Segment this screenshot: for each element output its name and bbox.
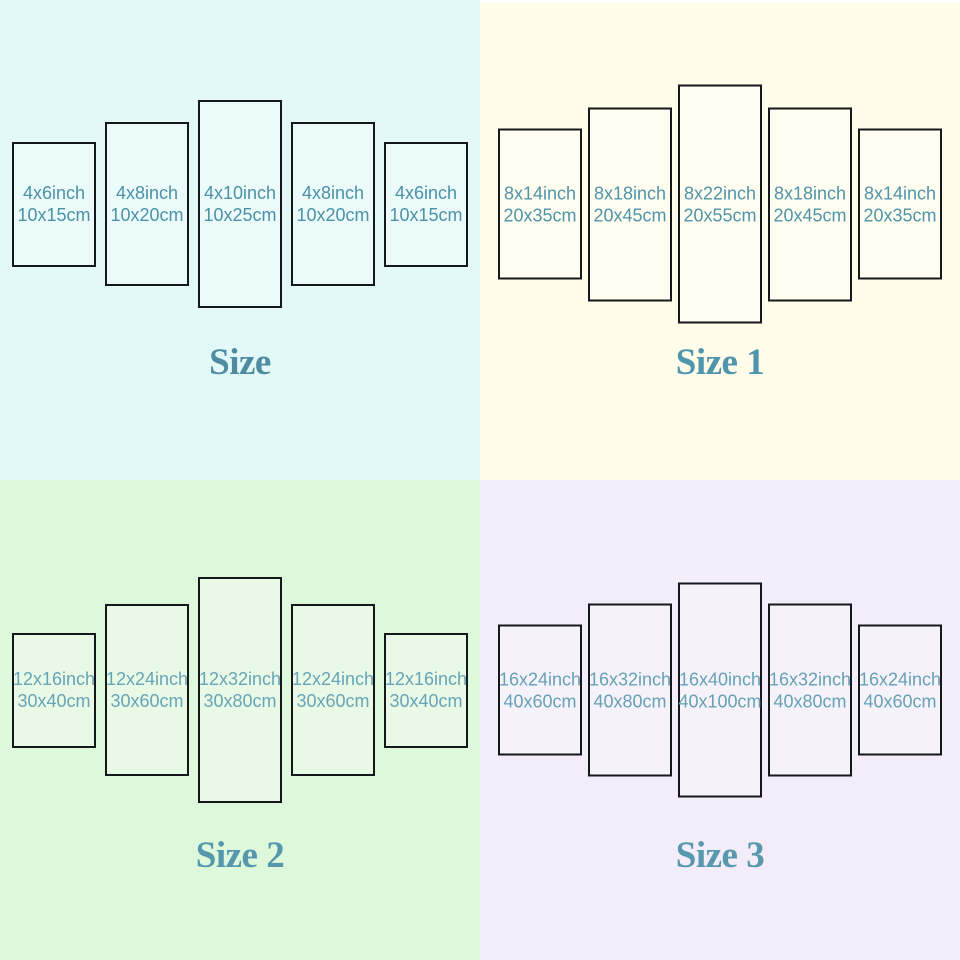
panel-size-cm: 40x80cm bbox=[773, 691, 847, 711]
panel-size-cm: 10x20cm bbox=[110, 205, 184, 225]
canvas-panel: 12x16inch 30x40cm bbox=[12, 632, 96, 748]
size-group-title: Size 1 bbox=[675, 342, 765, 383]
panel-label: 12x16inch 30x40cm bbox=[385, 668, 467, 712]
panel-row: 12x16inch 30x40cm 12x24inch 30x60cm 12x3… bbox=[0, 577, 480, 803]
canvas-panel: 4x10inch 10x25cm bbox=[198, 100, 282, 308]
canvas-panel: 12x32inch 30x80cm bbox=[198, 577, 282, 803]
panel-row: 4x6inch 10x15cm 4x8inch 10x20cm 4x10inch… bbox=[0, 100, 480, 308]
panel-size-cm: 10x15cm bbox=[17, 205, 91, 225]
panel-size-inch: 4x8inch bbox=[301, 183, 365, 203]
panel-size-inch: 4x10inch bbox=[203, 183, 277, 203]
panel-size-inch: 8x14inch bbox=[503, 183, 577, 203]
size-group-title: Size 3 bbox=[675, 835, 765, 876]
size-group-title: Size 2 bbox=[195, 835, 285, 876]
panel-size-cm: 30x80cm bbox=[203, 691, 277, 711]
panel-size-inch: 4x6inch bbox=[22, 183, 86, 203]
panel-label: 4x8inch 10x20cm bbox=[296, 182, 369, 226]
panel-label: 4x6inch 10x15cm bbox=[389, 182, 462, 226]
panel-size-inch: 16x24inch bbox=[498, 669, 582, 689]
canvas-panel: 8x18inch 20x45cm bbox=[768, 107, 852, 301]
panel-size-inch: 8x14inch bbox=[863, 183, 937, 203]
panel-size-cm: 20x45cm bbox=[593, 205, 667, 225]
panel-label: 16x32inch 40x80cm bbox=[769, 668, 851, 712]
panel-row: 16x24inch 40x60cm 16x32inch 40x80cm 16x4… bbox=[480, 582, 960, 798]
panel-size-cm: 40x60cm bbox=[503, 691, 577, 711]
quadrant-size-1: 8x14inch 20x35cm 8x18inch 20x45cm 8x22in… bbox=[480, 0, 960, 480]
panel-size-inch: 12x32inch bbox=[198, 669, 282, 689]
panel-size-cm: 30x40cm bbox=[17, 691, 91, 711]
panel-size-cm: 20x35cm bbox=[863, 205, 937, 225]
panel-size-inch: 8x22inch bbox=[683, 183, 757, 203]
canvas-panel: 8x18inch 20x45cm bbox=[588, 107, 672, 301]
panel-label: 16x40inch 40x100cm bbox=[678, 668, 761, 712]
panel-size-cm: 20x45cm bbox=[773, 205, 847, 225]
canvas-panel: 12x16inch 30x40cm bbox=[384, 632, 468, 748]
panel-size-cm: 30x40cm bbox=[389, 691, 463, 711]
canvas-panel: 16x24inch 40x60cm bbox=[498, 624, 582, 756]
panel-size-cm: 40x80cm bbox=[593, 691, 667, 711]
canvas-panel: 8x14inch 20x35cm bbox=[498, 128, 582, 280]
canvas-panel: 4x8inch 10x20cm bbox=[105, 122, 189, 286]
panel-row: 8x14inch 20x35cm 8x18inch 20x45cm 8x22in… bbox=[480, 84, 960, 324]
panel-label: 12x24inch 30x60cm bbox=[292, 668, 374, 712]
size-group-title: Size bbox=[209, 342, 271, 383]
canvas-panel: 16x24inch 40x60cm bbox=[858, 624, 942, 756]
canvas-panel: 16x40inch 40x100cm bbox=[678, 582, 762, 798]
panel-label: 8x18inch 20x45cm bbox=[593, 182, 666, 226]
quadrant-size-3: 16x24inch 40x60cm 16x32inch 40x80cm 16x4… bbox=[480, 480, 960, 960]
panel-size-inch: 4x6inch bbox=[394, 183, 458, 203]
panel-size-cm: 30x60cm bbox=[296, 691, 370, 711]
panel-label: 4x8inch 10x20cm bbox=[110, 182, 183, 226]
panel-label: 8x18inch 20x45cm bbox=[773, 182, 846, 226]
panel-size-inch: 12x24inch bbox=[105, 669, 189, 689]
canvas-panel: 8x14inch 20x35cm bbox=[858, 128, 942, 280]
canvas-panel: 4x8inch 10x20cm bbox=[291, 122, 375, 286]
panel-size-inch: 16x32inch bbox=[588, 669, 672, 689]
canvas-panel: 12x24inch 30x60cm bbox=[291, 604, 375, 776]
panel-size-inch: 12x16inch bbox=[12, 669, 96, 689]
panel-label: 16x24inch 40x60cm bbox=[859, 668, 941, 712]
canvas-panel: 12x24inch 30x60cm bbox=[105, 604, 189, 776]
panel-size-cm: 10x25cm bbox=[203, 205, 277, 225]
panel-size-cm: 10x20cm bbox=[296, 205, 370, 225]
panel-size-inch: 8x18inch bbox=[773, 183, 847, 203]
panel-size-cm: 20x55cm bbox=[683, 205, 757, 225]
quadrant-size: 4x6inch 10x15cm 4x8inch 10x20cm 4x10inch… bbox=[0, 0, 480, 480]
panel-size-cm: 30x60cm bbox=[110, 691, 184, 711]
panel-label: 4x6inch 10x15cm bbox=[17, 182, 90, 226]
panel-label: 16x32inch 40x80cm bbox=[589, 668, 671, 712]
quadrant-size-2: 12x16inch 30x40cm 12x24inch 30x60cm 12x3… bbox=[0, 480, 480, 960]
panel-label: 12x24inch 30x60cm bbox=[106, 668, 188, 712]
panel-size-inch: 16x24inch bbox=[858, 669, 942, 689]
panel-size-cm: 10x15cm bbox=[389, 205, 463, 225]
panel-size-inch: 16x40inch bbox=[678, 669, 762, 689]
panel-label: 4x10inch 10x25cm bbox=[203, 182, 276, 226]
panel-label: 8x14inch 20x35cm bbox=[863, 182, 936, 226]
panel-size-cm: 40x60cm bbox=[863, 691, 937, 711]
panel-size-cm: 40x100cm bbox=[678, 691, 762, 711]
panel-size-inch: 12x16inch bbox=[384, 669, 468, 689]
panel-size-inch: 4x8inch bbox=[115, 183, 179, 203]
panel-size-cm: 20x35cm bbox=[503, 205, 577, 225]
panel-label: 8x22inch 20x55cm bbox=[683, 182, 756, 226]
canvas-panel: 4x6inch 10x15cm bbox=[12, 141, 96, 267]
panel-size-inch: 12x24inch bbox=[291, 669, 375, 689]
panel-size-inch: 8x18inch bbox=[593, 183, 667, 203]
panel-label: 12x16inch 30x40cm bbox=[13, 668, 95, 712]
panel-label: 8x14inch 20x35cm bbox=[503, 182, 576, 226]
panel-label: 16x24inch 40x60cm bbox=[499, 668, 581, 712]
canvas-panel: 16x32inch 40x80cm bbox=[768, 603, 852, 777]
canvas-panel: 4x6inch 10x15cm bbox=[384, 141, 468, 267]
panel-label: 12x32inch 30x80cm bbox=[199, 668, 281, 712]
canvas-panel: 8x22inch 20x55cm bbox=[678, 84, 762, 324]
canvas-panel: 16x32inch 40x80cm bbox=[588, 603, 672, 777]
panel-size-inch: 16x32inch bbox=[768, 669, 852, 689]
